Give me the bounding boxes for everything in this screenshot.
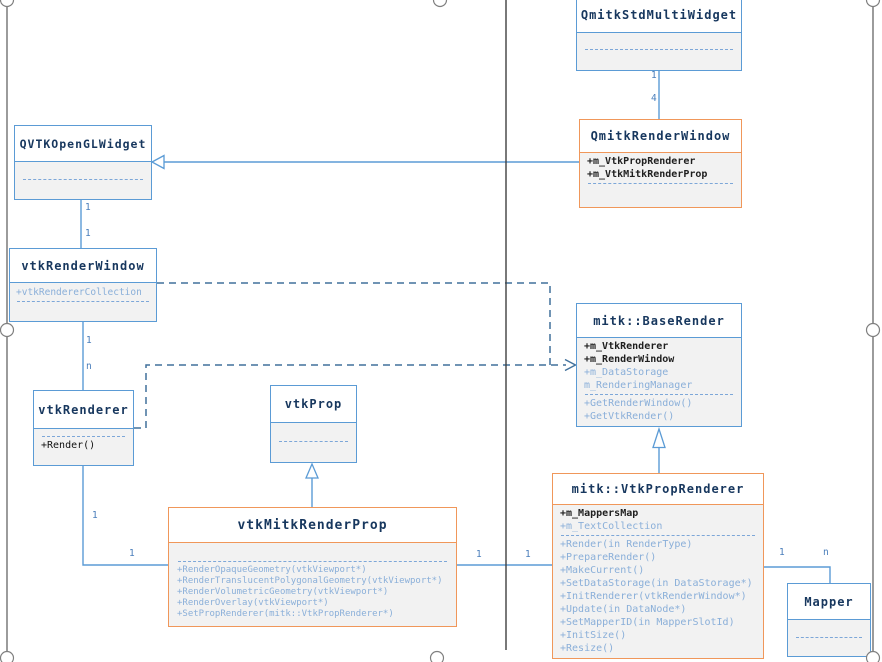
selection-handle[interactable]	[865, 322, 881, 338]
method: +GetRenderWindow()	[584, 398, 693, 409]
multiplicity-label: 1	[525, 549, 531, 560]
method: +Render()	[41, 440, 96, 451]
attribute: +m_DataStorage	[584, 367, 669, 378]
class-title: vtkRenderWindow	[10, 249, 156, 283]
method: +Resize()	[560, 643, 615, 654]
class-members	[271, 423, 356, 462]
connector-vtkproprenderer-mapper[interactable]	[764, 566, 831, 583]
class-members: +vtkRendererCollection	[10, 283, 156, 321]
selection-handle[interactable]	[0, 0, 15, 8]
class-members: +m_VtkPropRenderer +m_VtkMitkRenderProp	[580, 153, 741, 207]
class-box-qmitkrenderwindow[interactable]: QmitkRenderWindow +m_VtkPropRenderer +m_…	[579, 119, 742, 208]
method: +SetDataStorage(in DataStorage*)	[560, 578, 753, 589]
class-box-vtkmitkrenderprop[interactable]: vtkMitkRenderProp +RenderOpaqueGeometry(…	[168, 507, 457, 627]
class-members: +RenderOpaqueGeometry(vtkViewport*) +Ren…	[169, 543, 456, 626]
multiplicity-label: 1	[651, 70, 657, 81]
method: +RenderOverlay(vtkViewport*)	[177, 598, 329, 608]
attribute: +vtkRendererCollection	[16, 287, 142, 298]
class-title: Mapper	[788, 584, 870, 620]
class-box-qvtkopenglwidget[interactable]: QVTKOpenGLWidget	[14, 125, 152, 200]
method: +PrepareRender()	[560, 552, 657, 563]
class-box-vtkrenderwindow[interactable]: vtkRenderWindow +vtkRendererCollection	[9, 248, 157, 322]
class-title: QmitkRenderWindow	[580, 120, 741, 153]
method: +SetMapperID(in MapperSlotId)	[560, 617, 735, 628]
class-box-qmitkstdmultiwidget[interactable]: QmitkStdMultiWidget	[576, 0, 742, 71]
class-title: vtkProp	[271, 386, 356, 423]
multiplicity-label: 1	[85, 202, 91, 213]
method: +GetVtkRender()	[584, 411, 675, 422]
method: +Update(in DataNode*)	[560, 604, 687, 615]
class-members	[15, 162, 151, 199]
class-title: mitk::VtkPropRenderer	[553, 474, 763, 505]
members-separator	[178, 561, 447, 562]
dependency-vtkrenderwindow-baserender[interactable]	[157, 282, 551, 365]
members-separator	[42, 436, 125, 437]
class-members: +Render()	[34, 429, 133, 465]
members-separator	[17, 301, 149, 302]
multiplicity-label: 1	[86, 335, 92, 346]
generalization-arrowhead-icon	[652, 426, 666, 449]
selection-handle[interactable]	[432, 0, 448, 8]
attribute: +m_VtkPropRenderer	[587, 156, 696, 167]
multiplicity-label: 1	[85, 228, 91, 239]
class-box-vtkrenderer[interactable]: vtkRenderer +Render()	[33, 390, 134, 466]
multiplicity-label: n	[86, 361, 92, 372]
generalization-arrowhead-icon	[305, 462, 319, 479]
multiplicity-label: 4	[651, 93, 657, 104]
method: +MakeCurrent()	[560, 565, 645, 576]
method: +RenderTranslucentPolygonalGeometry(vtkV…	[177, 576, 443, 586]
attribute: +m_VtkRenderer	[584, 341, 669, 352]
class-title: vtkMitkRenderProp	[169, 508, 456, 543]
class-title: vtkRenderer	[34, 391, 133, 429]
class-members: +m_VtkRenderer +m_RenderWindow +m_DataSt…	[577, 338, 741, 426]
method: +Render(in RenderType)	[560, 539, 693, 550]
multiplicity-label: 1	[779, 547, 785, 558]
class-title: QVTKOpenGLWidget	[15, 126, 151, 162]
class-box-mitkvtkproprenderer[interactable]: mitk::VtkPropRenderer +m_MappersMap +m_T…	[552, 473, 764, 659]
selection-handle[interactable]	[0, 322, 15, 338]
method: +SetPropRenderer(mitk::VtkPropRenderer*)	[177, 609, 394, 619]
method: +InitSize()	[560, 630, 627, 641]
multiplicity-label: n	[823, 547, 829, 558]
selection-handle[interactable]	[0, 650, 15, 662]
class-title: QmitkStdMultiWidget	[577, 0, 741, 33]
members-separator	[585, 49, 733, 50]
class-box-mapper[interactable]: Mapper	[787, 583, 871, 657]
members-separator	[279, 441, 348, 442]
class-box-vtkprop[interactable]: vtkProp	[270, 385, 357, 463]
multiplicity-label: 1	[476, 549, 482, 560]
selection-handle[interactable]	[429, 650, 445, 662]
members-separator	[561, 535, 755, 536]
attribute: +m_VtkMitkRenderProp	[587, 169, 708, 180]
dependency-open-arrowhead-icon	[564, 358, 578, 372]
multiplicity-label: 1	[129, 548, 135, 559]
attribute: +m_TextCollection	[560, 521, 663, 532]
attribute: +m_MappersMap	[560, 508, 639, 519]
attribute: m_RenderingManager	[584, 380, 693, 391]
method: +RenderOpaqueGeometry(vtkViewport*)	[177, 565, 367, 575]
multiplicity-label: 1	[92, 510, 98, 521]
method: +RenderVolumetricGeometry(vtkViewport*)	[177, 587, 389, 597]
class-box-mitkbaserender[interactable]: mitk::BaseRender +m_VtkRenderer +m_Rende…	[576, 303, 742, 427]
class-title: mitk::BaseRender	[577, 304, 741, 338]
members-separator	[796, 637, 862, 638]
class-members	[788, 620, 870, 656]
selection-handle[interactable]	[865, 0, 881, 8]
generalization-arrowhead-icon	[150, 154, 165, 170]
class-members	[577, 33, 741, 70]
members-separator	[23, 179, 143, 180]
members-separator	[585, 394, 733, 395]
class-members: +m_MappersMap +m_TextCollection +Render(…	[553, 505, 763, 658]
members-separator	[588, 183, 733, 184]
attribute: +m_RenderWindow	[584, 354, 675, 365]
method: +InitRenderer(vtkRenderWindow*)	[560, 591, 747, 602]
